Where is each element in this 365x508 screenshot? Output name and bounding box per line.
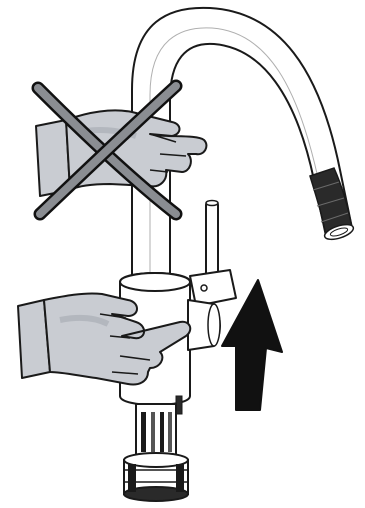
glove-hand-correct: [17, 292, 192, 386]
prohibited-x-icon: [31, 79, 183, 221]
faucet-spout: [131, 6, 355, 293]
lever-hub: [189, 269, 237, 307]
upward-arrow-icon: [221, 279, 283, 411]
mounting-shank: [123, 403, 189, 502]
glove-hand-wrong: [35, 109, 208, 197]
spout-tube: [131, 6, 353, 293]
lever-handle: [189, 199, 237, 307]
